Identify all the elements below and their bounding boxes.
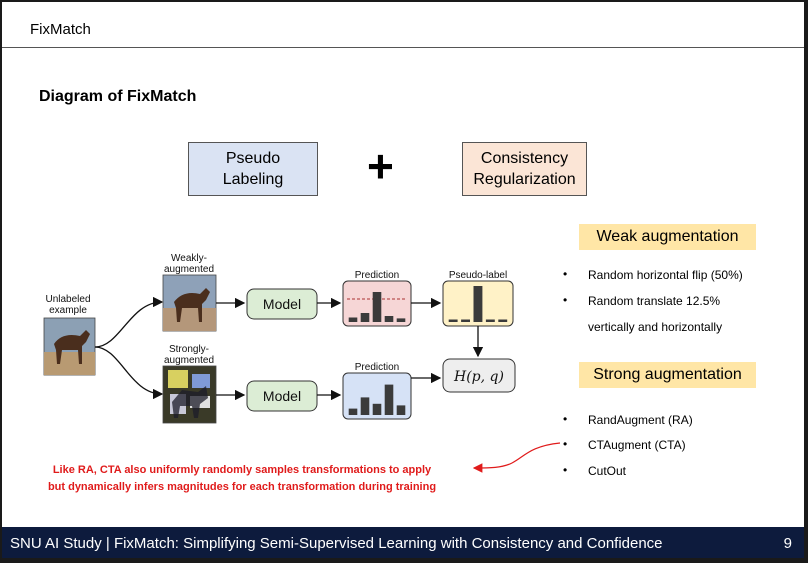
weak-aug-item-2: Random translate 12.5% [588, 294, 721, 308]
weak-aug-item-2-continued: vertically and horizontally [588, 320, 723, 334]
consistency-regularization-box: Consistency Regularization [462, 142, 587, 196]
pseudo-label-bar-5 [498, 319, 508, 322]
weak-prediction-bar-2 [360, 313, 370, 322]
strong-model-box [246, 380, 318, 412]
loss-label: H(p, q) [453, 369, 504, 385]
pseudo-label-bars [448, 286, 508, 322]
strong-augmented-image [162, 365, 217, 424]
footer-bar: SNU AI Study | FixMatch: Simplifying Sem… [2, 527, 804, 558]
cta-note-arrow [472, 442, 561, 473]
strong-aug-item-1: RandAugment (RA) [588, 413, 693, 427]
strong-prediction-bar-2 [360, 397, 370, 415]
strong-bullet-1-dot: • [563, 412, 568, 426]
loss-box [442, 358, 516, 393]
pseudo-label-bar-3 [473, 286, 483, 322]
weak-prediction-bars [348, 292, 406, 322]
strong-bullet-3-dot: • [563, 463, 568, 477]
weak-prediction-bar-5 [396, 318, 406, 322]
pseudo-label-bar-1 [448, 319, 458, 322]
weak-bullet-2-dot: • [563, 293, 568, 307]
pseudo-labeling-line1: Pseudo [225, 150, 281, 167]
weak-prediction-title: Prediction [355, 270, 399, 281]
weak-prediction-bar-3 [372, 292, 382, 322]
strong-bullet-2-dot: • [563, 437, 568, 451]
footer-text: SNU AI Study | FixMatch: Simplifying Sem… [10, 535, 663, 552]
strong-aug-item-2: CTAugment (CTA) [588, 438, 686, 452]
strong-aug-item-3: CutOut [588, 464, 627, 478]
strong-prediction-bar-5 [396, 405, 406, 415]
weak-aug-item-1: Random horizontal flip (50%) [588, 268, 743, 282]
strong-prediction-bars [348, 384, 406, 415]
page-number: 9 [783, 535, 792, 552]
weak-prediction-bar-1 [348, 317, 358, 322]
weak-bullet-1-dot: • [563, 267, 568, 281]
cta-note: Like RA, CTA also uniformly randomly sam… [12, 462, 472, 496]
weak-prediction-bar-4 [384, 316, 394, 322]
header-title: FixMatch [30, 21, 91, 38]
pseudo-label-bar-4 [485, 319, 495, 322]
weak-model-label: Model [263, 296, 301, 312]
unlabeled-label-line1: Unlabeled [45, 294, 90, 305]
strong-label-line1: Strongly- [169, 344, 209, 355]
unlabeled-label-line2: example [49, 305, 87, 316]
pseudo-labeling-box: Pseudo Labeling [188, 142, 318, 196]
strong-augmentation-header: Strong augmentation [579, 362, 756, 388]
pseudo-labeling-line2: Labeling [222, 171, 284, 188]
consistency-line1: Consistency [480, 150, 569, 167]
consistency-line2: Regularization [473, 171, 576, 188]
pseudo-label-bar-2 [461, 319, 470, 322]
branch-to-weak [94, 296, 164, 348]
weak-augmentation-header: Weak augmentation [579, 224, 756, 250]
weak-label-line1: Weakly- [171, 253, 207, 264]
branch-to-strong [94, 346, 164, 400]
strong-label-line2: augmented [164, 355, 214, 366]
strong-model-label: Model [263, 388, 301, 404]
cta-note-line2: but dynamically infers magnitudes for ea… [47, 481, 437, 493]
strong-prediction-bar-4 [384, 384, 394, 415]
strong-prediction-box [342, 372, 412, 420]
cta-note-line1: Like RA, CTA also uniformly randomly sam… [52, 464, 432, 476]
unlabeled-horse-image [43, 317, 96, 376]
strong-prediction-bar-1 [348, 408, 358, 415]
pseudo-label-title: Pseudo-label [449, 270, 507, 281]
weak-label-line2: augmented [164, 264, 214, 275]
section-title: Diagram of FixMatch [39, 88, 197, 105]
header-divider [2, 47, 804, 48]
fixmatch-pipeline-diagram: Unlabeled example Weakly- augmented Stro… [43, 253, 561, 473]
strong-prediction-title: Prediction [355, 362, 399, 373]
strong-prediction-bar-3 [372, 403, 382, 415]
plus-sign: + [367, 140, 394, 192]
weak-model-box [246, 288, 318, 320]
weak-augmented-image [162, 274, 217, 332]
